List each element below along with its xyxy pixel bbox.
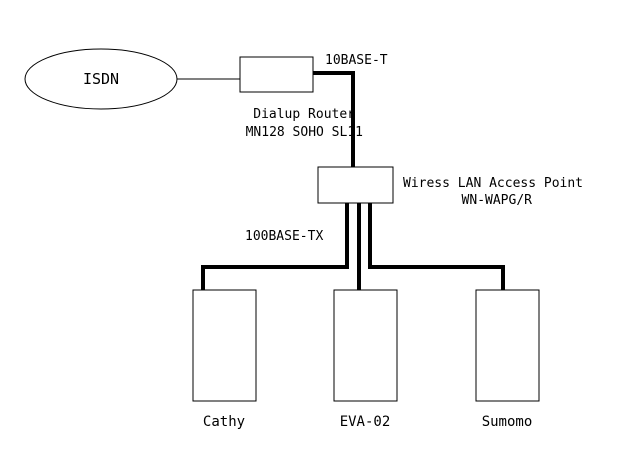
router-label-line2: MN128 SOHO SL11 bbox=[246, 125, 363, 140]
computer-label: Cathy bbox=[203, 414, 245, 430]
isdn-node: ISDN bbox=[24, 48, 178, 110]
computer-box bbox=[475, 289, 540, 402]
uplink-link: 10BASE-T bbox=[313, 53, 388, 167]
computer-label: EVA-02 bbox=[340, 414, 391, 430]
computer-label: Sumomo bbox=[482, 414, 533, 430]
computer-box bbox=[192, 289, 257, 402]
access-point-label-line2: WN-WAPG/R bbox=[462, 193, 533, 208]
uplink-label: 10BASE-T bbox=[325, 53, 388, 68]
access-point-label-line1: Wiress LAN Access Point bbox=[403, 176, 583, 191]
router-box bbox=[239, 56, 314, 93]
lan-cable-sumomo bbox=[368, 203, 505, 290]
lan-links: 100BASE-TX bbox=[201, 203, 505, 290]
access-point-box bbox=[317, 166, 394, 204]
computer-sumomo: Sumomo bbox=[475, 289, 540, 430]
computer-box bbox=[333, 289, 398, 402]
router-label-line1: Dialup Router bbox=[253, 107, 355, 122]
computer-cathy: Cathy bbox=[192, 289, 257, 430]
lan-cable-cathy bbox=[201, 203, 349, 290]
router-node: Dialup Router MN128 SOHO SL11 bbox=[239, 56, 363, 140]
isdn-label: ISDN bbox=[83, 70, 119, 88]
access-point-node: Wiress LAN Access Point WN-WAPG/R bbox=[317, 166, 583, 208]
uplink-cable bbox=[313, 71, 355, 167]
computer-eva02: EVA-02 bbox=[333, 289, 398, 430]
lan-label: 100BASE-TX bbox=[245, 229, 323, 244]
